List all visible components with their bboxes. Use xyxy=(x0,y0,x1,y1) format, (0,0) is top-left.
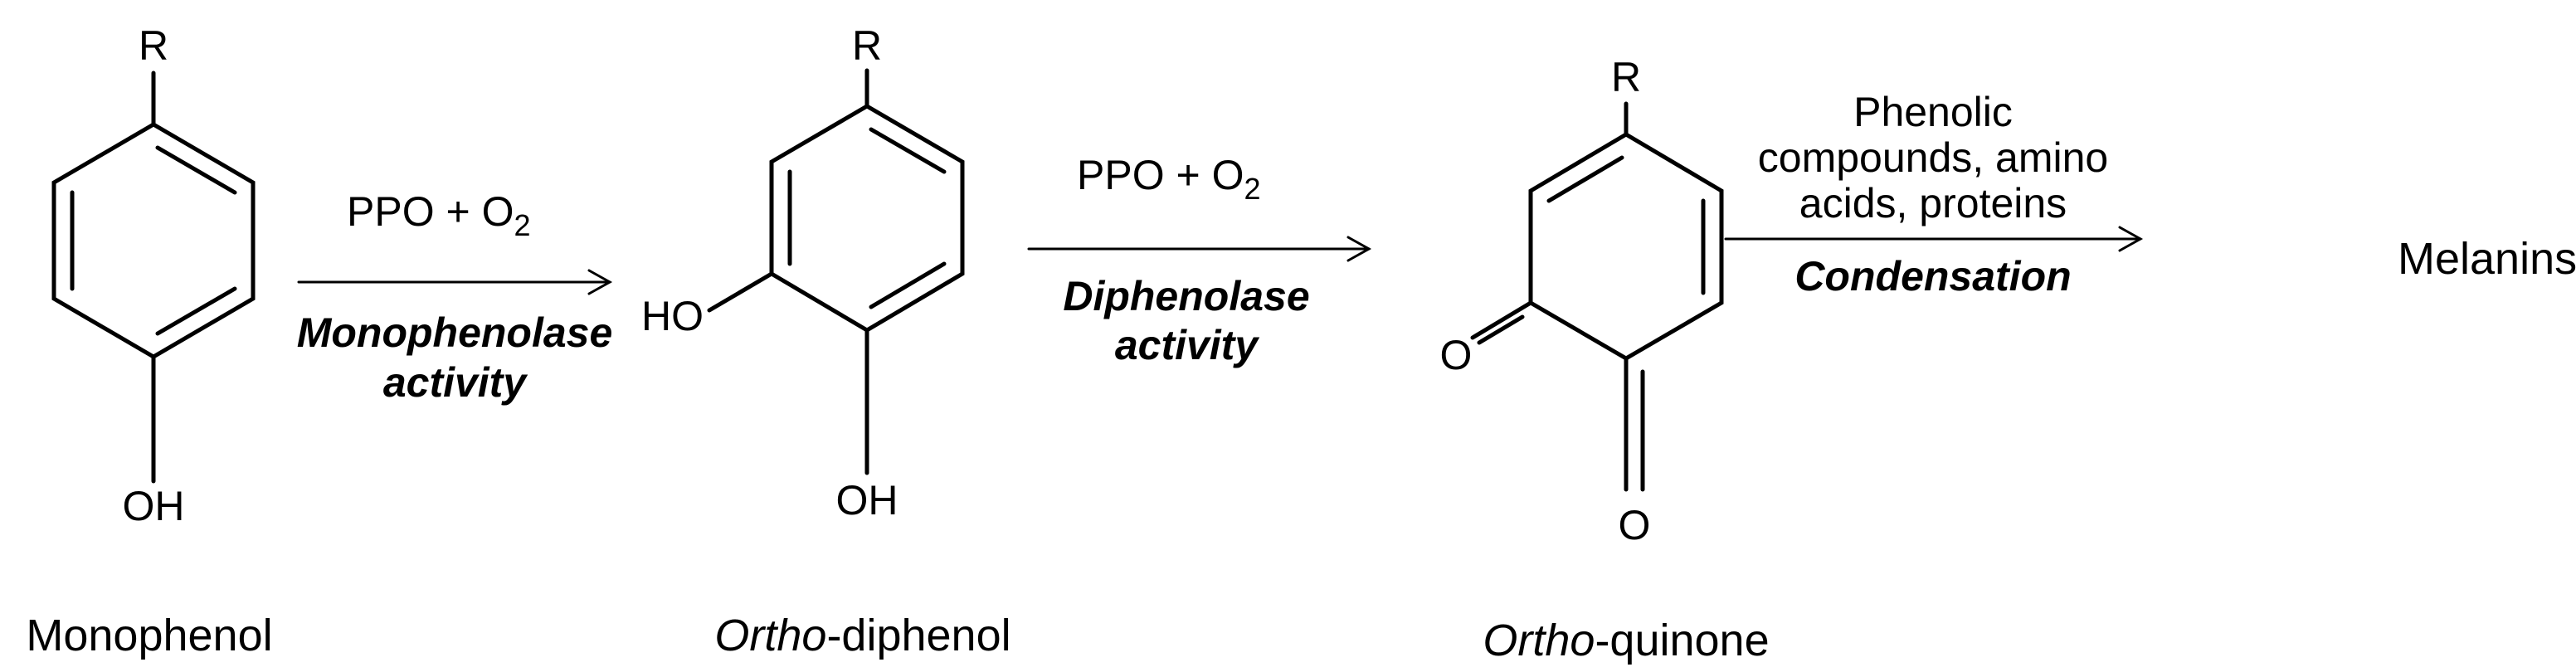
diphenol-structure: R HO OH xyxy=(641,22,965,523)
step1-activity-line1: Monophenolase xyxy=(297,309,613,356)
oxygen-label: O xyxy=(1619,502,1651,548)
quinone-ring xyxy=(1528,132,1724,361)
oxygen-label: O xyxy=(1440,332,1473,378)
step1-activity-line2: activity xyxy=(383,359,528,406)
hydroxyl-label: HO xyxy=(641,293,704,339)
r-group-label: R xyxy=(139,22,168,69)
step3-arrow xyxy=(1724,226,2144,252)
ho-bond xyxy=(707,271,774,313)
monophenol-structure: R OH xyxy=(51,22,256,529)
double-bond xyxy=(155,145,237,195)
monophenol-name: Monophenol xyxy=(26,611,272,660)
double-bond xyxy=(155,286,237,336)
carbonyl-bond xyxy=(1470,300,1533,340)
step2-arrow xyxy=(1027,236,1372,262)
quinone-name: Ortho-quinone xyxy=(1483,616,1769,665)
double-bond xyxy=(869,127,947,174)
step1-arrow xyxy=(297,269,613,295)
r-group-label: R xyxy=(1611,54,1641,100)
step2-reagent: PPO + O2 xyxy=(1077,152,1261,206)
double-bond xyxy=(869,261,947,309)
step3-activity: Condensation xyxy=(1794,253,2071,299)
benzene-ring xyxy=(51,122,256,359)
hydroxyl-label: OH xyxy=(123,483,185,529)
melanins-label: Melanins xyxy=(2398,234,2576,284)
step3-condition-line2: compounds, amino xyxy=(1758,134,2108,181)
step2-activity-line2: activity xyxy=(1115,322,1260,368)
diphenol-name: Ortho-diphenol xyxy=(714,611,1010,660)
step3-condition-line1: Phenolic xyxy=(1853,89,2013,135)
step2-activity-line1: Diphenolase xyxy=(1063,273,1309,319)
benzene-ring xyxy=(769,104,965,333)
double-bond xyxy=(1546,155,1624,203)
quinone-structure: R O O xyxy=(1440,54,1724,548)
step1-reagent: PPO + O2 xyxy=(347,188,531,242)
carbonyl-bond xyxy=(1477,314,1525,345)
r-group-label: R xyxy=(852,22,882,69)
step3-condition-line3: acids, proteins xyxy=(1799,180,2067,226)
hydroxyl-label: OH xyxy=(836,477,898,523)
